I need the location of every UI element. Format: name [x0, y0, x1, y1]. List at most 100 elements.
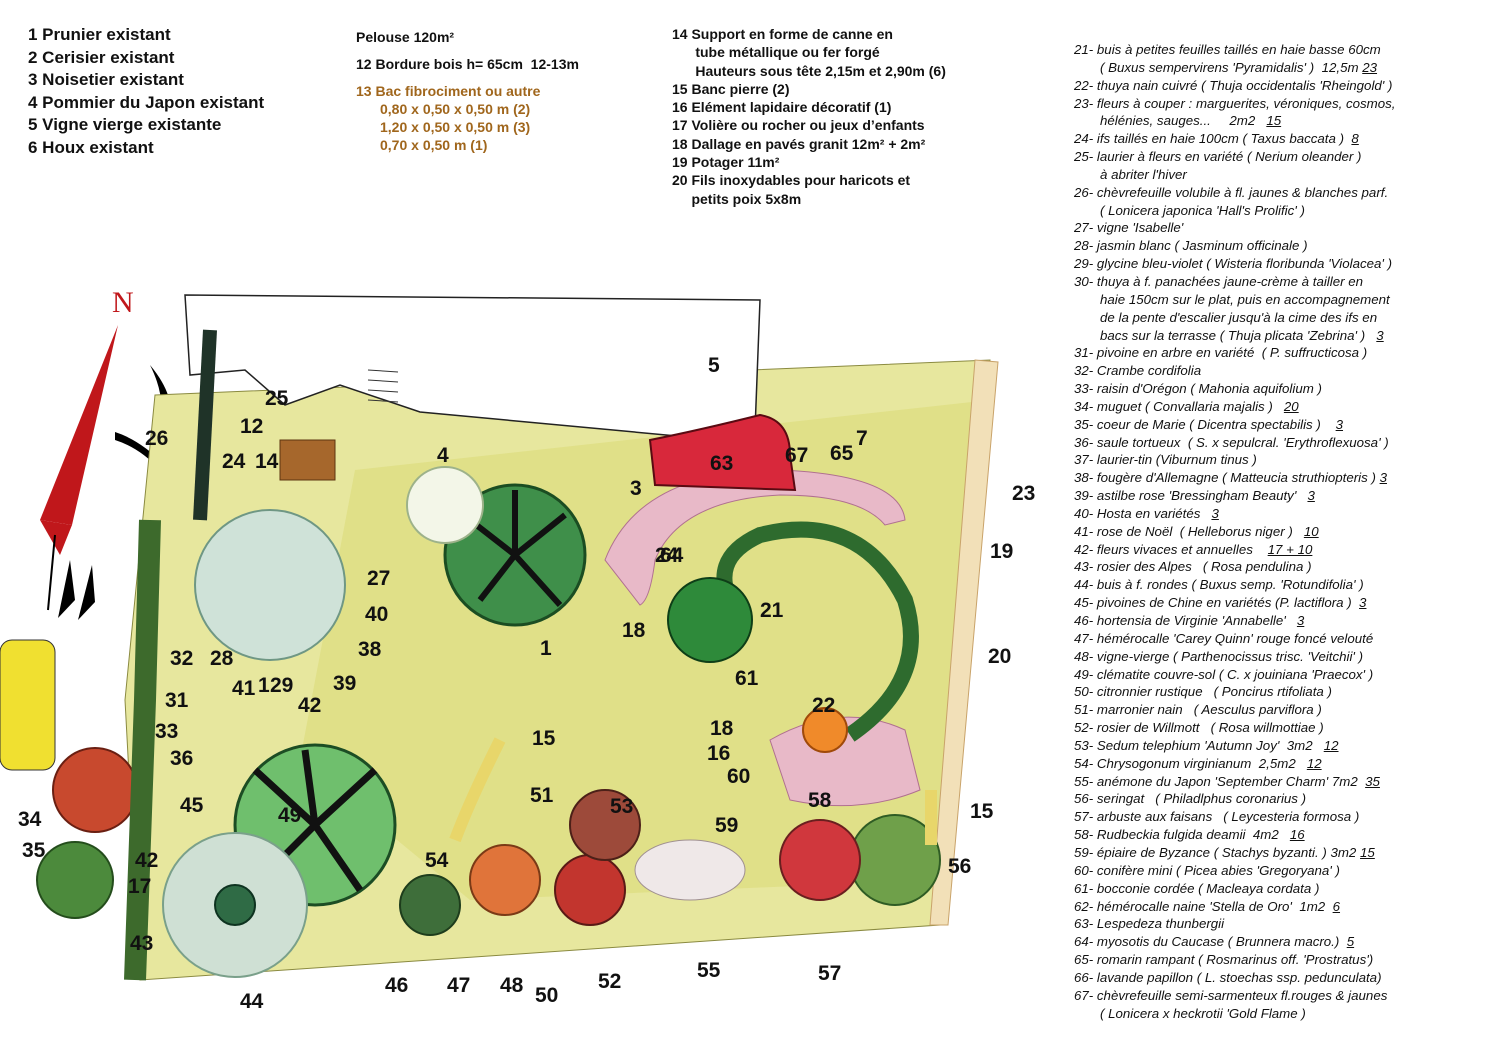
legend-existing-item: 3 Noisetier existant: [28, 70, 184, 89]
shrub-group-28: [194, 509, 346, 661]
plan-label: 60: [727, 765, 750, 788]
plan-label: 24: [655, 544, 679, 567]
plant-list-item: 58- Rudbeckia fulgida deamii 4m2 16: [1074, 826, 1486, 844]
plant-text: 31- pivoine en arbre en variété ( P. suf…: [1074, 345, 1368, 361]
plan-label: 48: [500, 974, 524, 997]
legend-feature-item: 15 Banc pierre (2): [672, 80, 790, 97]
legend-existing-item: 4 Pommier du Japon existant: [28, 92, 265, 112]
plan-label: 1: [258, 674, 270, 697]
plan-label: 65: [830, 442, 854, 465]
plan-label: 26: [145, 427, 168, 450]
plant-text: 37- laurier-tin (Viburnum tinus ): [1074, 452, 1257, 468]
plant-text: 32- Crambe cordifolia: [1074, 363, 1202, 379]
plant-text: 24- ifs taillés en haie 100cm ( Taxus ba…: [1074, 131, 1352, 147]
plan-label: 49: [278, 804, 301, 827]
plan-label: 42: [135, 849, 158, 872]
plant-list-item: 35- coeur de Marie ( Dicentra spectabili…: [1074, 416, 1486, 434]
plant-text: 29- glycine bleu-violet ( Wisteria flori…: [1074, 256, 1393, 272]
plant-quantity: 12: [1323, 737, 1339, 753]
plant-list-item: 27- vigne 'Isabelle': [1074, 219, 1486, 237]
plant-list-item: 48- vigne-vierge ( Parthenocissus trisc.…: [1074, 648, 1486, 666]
plan-label: 19: [990, 540, 1013, 563]
plant-text: 36- saule tortueux ( S. x sepulcral. 'Er…: [1074, 434, 1389, 450]
plant-list-item: 61- bocconie cordée ( Macleaya cordata ): [1074, 880, 1486, 898]
plant-list-item: 50- citronnier rustique ( Poncirus rtifo…: [1074, 683, 1486, 701]
plant-text: 60- conifère mini ( Picea abies 'Gregory…: [1074, 862, 1340, 878]
plant-list-item: 63- Lespedeza thunbergii: [1074, 915, 1486, 933]
plant-list-item: 26- chèvrefeuille volubile à fl. jaunes …: [1074, 184, 1486, 202]
legend-existing-item: 2 Cerisier existant: [28, 47, 175, 67]
plant-list-item: 55- anémone du Japon 'September Charm' 7…: [1074, 773, 1486, 791]
tree-cerisier: [667, 577, 753, 663]
plant-list-item: 56- seringat ( Philadlphus coronarius ): [1074, 790, 1486, 808]
plan-label: 7: [856, 427, 868, 450]
plant-quantity: 6: [1332, 898, 1341, 914]
plant-text: 62- hémérocalle naine 'Stella de Oro' 1m…: [1074, 898, 1333, 914]
plan-label: 23: [1012, 482, 1035, 505]
plant-text: 47- hémérocalle 'Carey Quinn' rouge fonc…: [1074, 630, 1374, 646]
legend-feature-item: 19 Potager 11m²: [672, 154, 780, 171]
legend-existing-item: 1 Prunier existant: [28, 25, 171, 44]
plant-text: 56- seringat ( Philadlphus coronarius ): [1074, 791, 1307, 807]
plan-label: 32: [170, 647, 193, 670]
plan-label: 5: [708, 354, 720, 377]
plant-quantity: 3: [1335, 416, 1344, 432]
plant-list-item: 40- Hosta en variétés 3: [1074, 505, 1486, 523]
plant-list-item: 38- fougère d'Allemagne ( Matteucia stru…: [1074, 469, 1486, 487]
plan-label: 1: [540, 637, 552, 660]
plant-text: 49- clématite couvre-sol ( C. x jouinian…: [1074, 666, 1374, 682]
plant-list-item: 41- rose de Noël ( Helleborus niger ) 10: [1074, 523, 1486, 541]
plant-quantity: 15: [1266, 113, 1282, 129]
plan-label: 31: [165, 689, 189, 712]
plant-text: 38- fougère d'Allemagne ( Matteucia stru…: [1074, 470, 1380, 486]
north-label: N: [112, 286, 134, 319]
legend-feature-item: 14 Support en forme de canne en: [672, 26, 893, 42]
plant-list-item: 36- saule tortueux ( S. x sepulcral. 'Er…: [1074, 434, 1486, 452]
plant-quantity: 20: [1283, 398, 1299, 414]
plant-quantity: 3: [1376, 327, 1384, 343]
plant-quantity: 3: [1379, 470, 1387, 486]
plan-label: 55: [697, 959, 721, 982]
plan-label: 53: [610, 795, 633, 818]
plant-text: 67- chèvrefeuille semi-sarmenteux fl.rou…: [1074, 987, 1388, 1003]
plan-label: 56: [948, 855, 971, 878]
plant-list-item: 66- lavande papillon ( L. stoechas ssp. …: [1074, 969, 1486, 987]
legend-existing-item: 5 Vigne vierge existante: [28, 115, 222, 134]
plan-label: 15: [970, 800, 994, 823]
lawn-label: Pelouse 120m²: [356, 29, 455, 45]
plan-label: 25: [265, 387, 289, 410]
plant-list-item: 31- pivoine en arbre en variété ( P. suf…: [1074, 344, 1486, 362]
plant-text: 61- bocconie cordée ( Macleaya cordata ): [1074, 880, 1320, 896]
plant-text: 40- Hosta en variétés: [1074, 505, 1212, 521]
bac-size-2: 1,20 x 0,50 x 0,50 m (3): [380, 119, 531, 135]
plan-label: 40: [365, 603, 388, 626]
plant-quantity: 3: [1211, 505, 1219, 521]
plant-list-item: 22- thuya nain cuivré ( Thuja occidental…: [1074, 77, 1486, 95]
plant-text: 33- raisin d'Orégon ( Mahonia aquifolium…: [1074, 381, 1322, 397]
plant-list-item: 64- myosotis du Caucase ( Brunnera macro…: [1074, 933, 1486, 951]
plant-text: 66- lavande papillon ( L. stoechas ssp. …: [1074, 969, 1382, 985]
legend-feature-item: 17 Volière ou rocher ou jeux d’enfants: [672, 117, 925, 134]
plant-list-item: 62- hémérocalle naine 'Stella de Oro' 1m…: [1074, 898, 1486, 916]
plan-label: 44: [240, 990, 264, 1013]
plant-quantity: 3: [1296, 613, 1305, 628]
plan-label: 3: [630, 477, 642, 500]
plant-list: 21- buis à petites feuilles taillés en h…: [1074, 41, 1486, 1022]
plan-label: 51: [530, 784, 554, 807]
plant-list-item: ( Lonicera x heckrotii 'Gold Flame ): [1074, 1005, 1486, 1023]
plant-quantity: 5: [1346, 934, 1355, 950]
border-label: 12 Bordure bois h= 65cm 12-13m: [356, 56, 579, 72]
plant-text: 53- Sedum telephium 'Autumn Joy' 3m2: [1074, 737, 1324, 753]
plant-quantity: 3: [1359, 595, 1367, 611]
bac-title: 13 Bac fibrociment ou autre: [356, 83, 541, 99]
plan-label: 67: [785, 444, 808, 467]
plant-list-item: hélénies, sauges... 2m2 15: [1074, 112, 1486, 130]
plant-text: 57- arbuste aux faisans ( Leycesteria fo…: [1074, 809, 1360, 825]
plant-text: 59- épiaire de Byzance ( Stachys byzanti…: [1074, 844, 1361, 860]
plant-list-item: de la pente d'escalier jusqu'à la cime d…: [1074, 309, 1486, 327]
plant-text: bacs sur la terrasse ( Thuja plicata 'Ze…: [1100, 327, 1377, 343]
legend-feature-item: tube métallique ou fer forgé: [672, 44, 880, 61]
plant-list-item: 53- Sedum telephium 'Autumn Joy' 3m2 12: [1074, 737, 1486, 755]
plan-label: 18: [622, 619, 646, 642]
